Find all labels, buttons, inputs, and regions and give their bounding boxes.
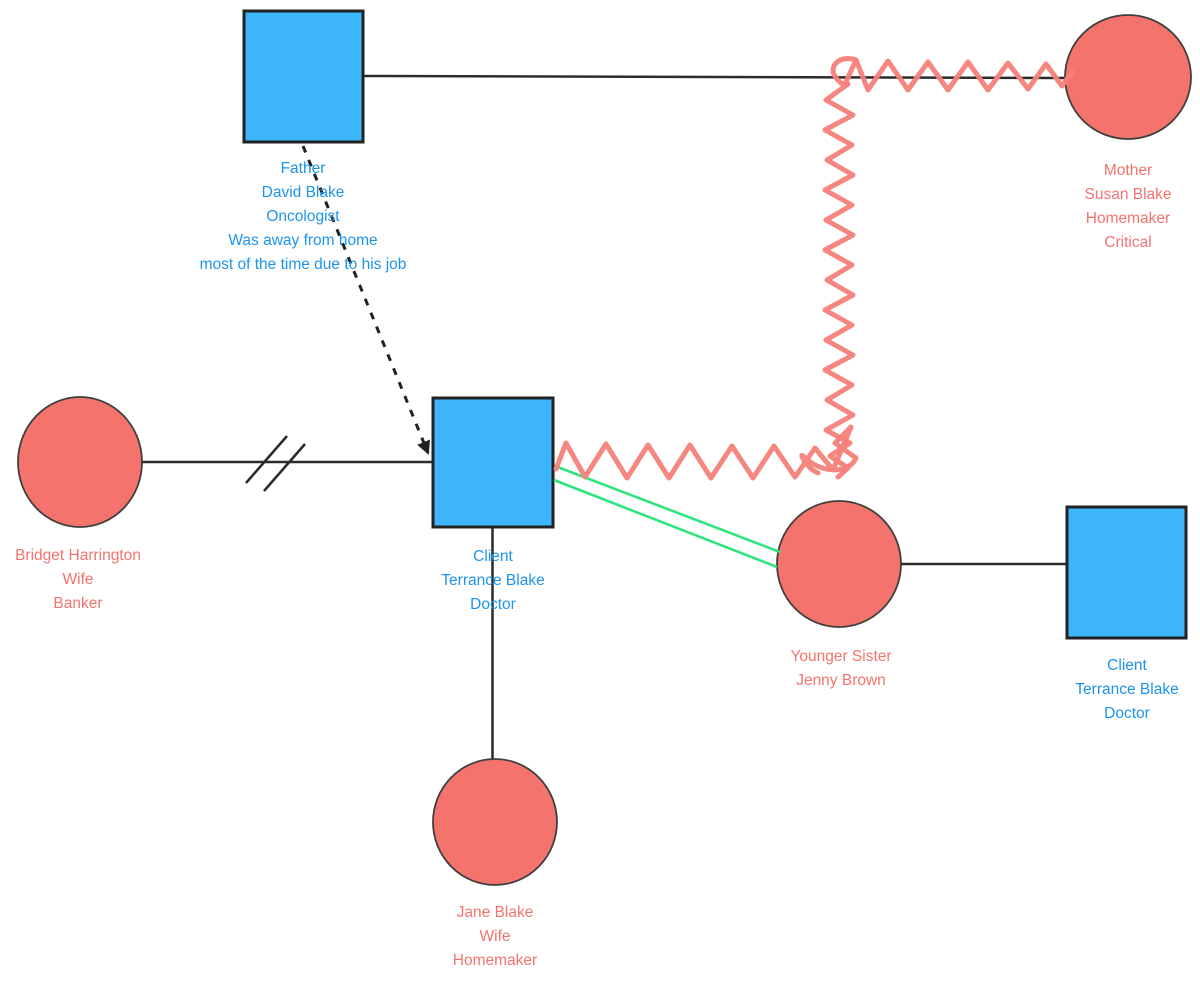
edge-father-mother-line[interactable]: [362, 74, 1068, 80]
conflict-zigzag-mother-client-vertical[interactable]: [822, 56, 859, 480]
label-line: Terrance Blake: [441, 572, 545, 589]
label-line: Was away from home: [228, 232, 378, 249]
label-line: Client: [1107, 657, 1147, 674]
label-line: most of the time due to his job: [199, 256, 407, 273]
label-line: Critical: [1104, 234, 1152, 251]
label-bridget: Bridget Harrington Wife Banker: [15, 544, 141, 616]
edge-father-client-dashed-arrow[interactable]: [301, 145, 430, 455]
label-line: Oncologist: [266, 208, 340, 225]
label-jane: Jane Blake Wife Homemaker: [453, 901, 537, 973]
node-father-square[interactable]: [242, 9, 365, 144]
label-line: Mother: [1103, 162, 1153, 179]
label-line: Younger Sister: [790, 648, 892, 665]
edge-client-sister-close-line[interactable]: [553, 478, 778, 569]
node-mother-circle[interactable]: [1064, 14, 1192, 140]
label-mother: Mother Susan Blake Homemaker Critical: [1084, 159, 1171, 255]
node-client-right-square[interactable]: [1065, 505, 1188, 640]
label-line: Wife: [62, 571, 94, 588]
label-line: Jane Blake: [456, 904, 534, 921]
label-line: Wife: [479, 928, 511, 945]
node-younger-sister-circle[interactable]: [776, 500, 902, 628]
divorce-slash-icon: [245, 435, 288, 484]
label-line: Doctor: [1104, 705, 1150, 722]
label-line: Susan Blake: [1084, 186, 1172, 203]
label-line: Bridget Harrington: [15, 547, 141, 564]
conflict-zigzag-client-horizontal[interactable]: [553, 424, 859, 481]
label-line: Doctor: [470, 596, 516, 613]
label-line: Banker: [53, 595, 103, 612]
label-line: David Blake: [261, 184, 345, 201]
node-jane-circle[interactable]: [432, 758, 558, 886]
node-client-square[interactable]: [431, 396, 555, 529]
label-line: Homemaker: [1085, 210, 1171, 227]
divorce-slash-icon: [263, 443, 306, 492]
edge-client-sister-close-line[interactable]: [554, 464, 781, 554]
label-line: Jenny Brown: [796, 672, 886, 689]
label-younger-sister: Younger Sister Jenny Brown: [790, 645, 891, 693]
label-line: Client: [473, 548, 513, 565]
label-line: Homemaker: [452, 952, 538, 969]
label-client: Client Terrance Blake Doctor: [441, 545, 544, 617]
label-line: Father: [280, 160, 326, 177]
conflict-zigzag-father-mother[interactable]: [842, 57, 1075, 93]
node-bridget-circle[interactable]: [17, 396, 143, 528]
label-client-right: Client Terrance Blake Doctor: [1075, 654, 1178, 726]
label-line: Terrance Blake: [1075, 681, 1179, 698]
label-father: Father David Blake Oncologist Was away f…: [200, 157, 407, 277]
